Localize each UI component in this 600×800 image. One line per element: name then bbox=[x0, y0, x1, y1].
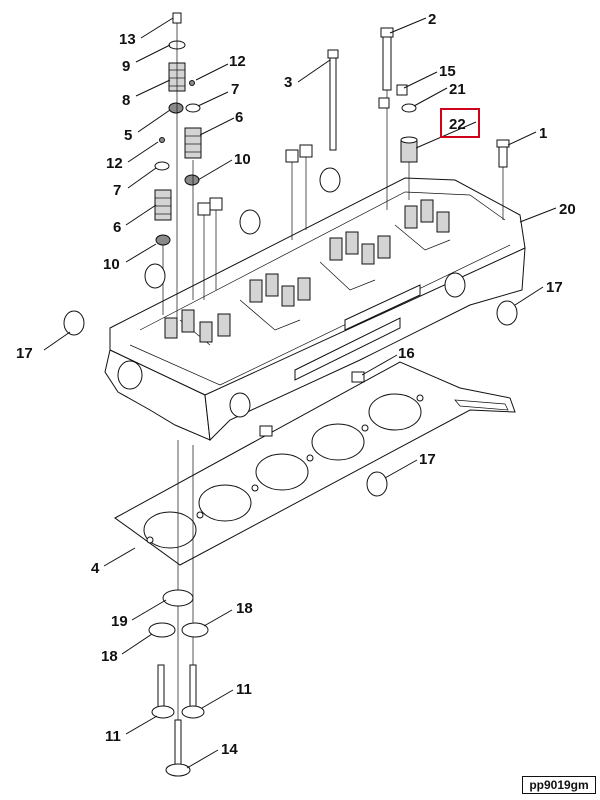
callout-labels: 13 9 8 12 7 5 6 12 7 10 6 10 3 2 15 21 1… bbox=[16, 11, 576, 758]
valve-cluster-1 bbox=[164, 309, 231, 343]
callout-label: 3 bbox=[284, 74, 292, 91]
head-gasket bbox=[114, 361, 516, 566]
callout-label: 18 bbox=[101, 648, 118, 665]
callout-label: 15 bbox=[439, 63, 456, 80]
callout-label: 14 bbox=[221, 741, 238, 758]
callout-label: 12 bbox=[229, 53, 246, 70]
valve-cluster-3 bbox=[329, 231, 391, 265]
callout-label: 7 bbox=[231, 81, 239, 98]
callout-label: 9 bbox=[122, 58, 130, 75]
callout-label: 17 bbox=[16, 345, 33, 362]
callout-label: 17 bbox=[546, 279, 563, 296]
callout-label: 4 bbox=[91, 560, 100, 577]
callout-label: 19 bbox=[111, 613, 128, 630]
callout-label: 5 bbox=[124, 127, 132, 144]
callout-label: 7 bbox=[113, 182, 121, 199]
callout-label: 2 bbox=[428, 11, 436, 28]
leader-lines bbox=[43, 17, 557, 769]
callout-label: 11 bbox=[236, 681, 252, 698]
callout-label: 8 bbox=[122, 92, 130, 109]
callout-label: 1 bbox=[539, 125, 547, 142]
callout-label: 17 bbox=[419, 451, 436, 468]
callout-label: 11 bbox=[105, 728, 121, 745]
seal-rings bbox=[63, 167, 518, 497]
long-bolts bbox=[327, 27, 510, 220]
callout-label: 12 bbox=[106, 155, 123, 172]
callout-label: 6 bbox=[113, 219, 121, 236]
callout-label: 21 bbox=[449, 81, 466, 98]
valve-cluster-4 bbox=[404, 199, 450, 233]
callout-label: 13 bbox=[119, 31, 136, 48]
callout-label: 20 bbox=[559, 201, 576, 218]
callout-label: 10 bbox=[234, 151, 251, 168]
callout-label: 22 bbox=[449, 116, 466, 133]
valve-stack-left bbox=[154, 12, 313, 320]
callout-label: 16 bbox=[398, 345, 415, 362]
cylinder-head bbox=[104, 177, 526, 442]
reference-code: pp9019gm bbox=[522, 776, 596, 794]
callout-label: 10 bbox=[103, 256, 120, 273]
callout-label: 6 bbox=[235, 109, 243, 126]
highlighted-callout-box bbox=[440, 108, 480, 138]
callout-label: 18 bbox=[236, 600, 253, 617]
valve-cluster-2 bbox=[249, 273, 311, 307]
valves-and-seats bbox=[148, 440, 209, 777]
